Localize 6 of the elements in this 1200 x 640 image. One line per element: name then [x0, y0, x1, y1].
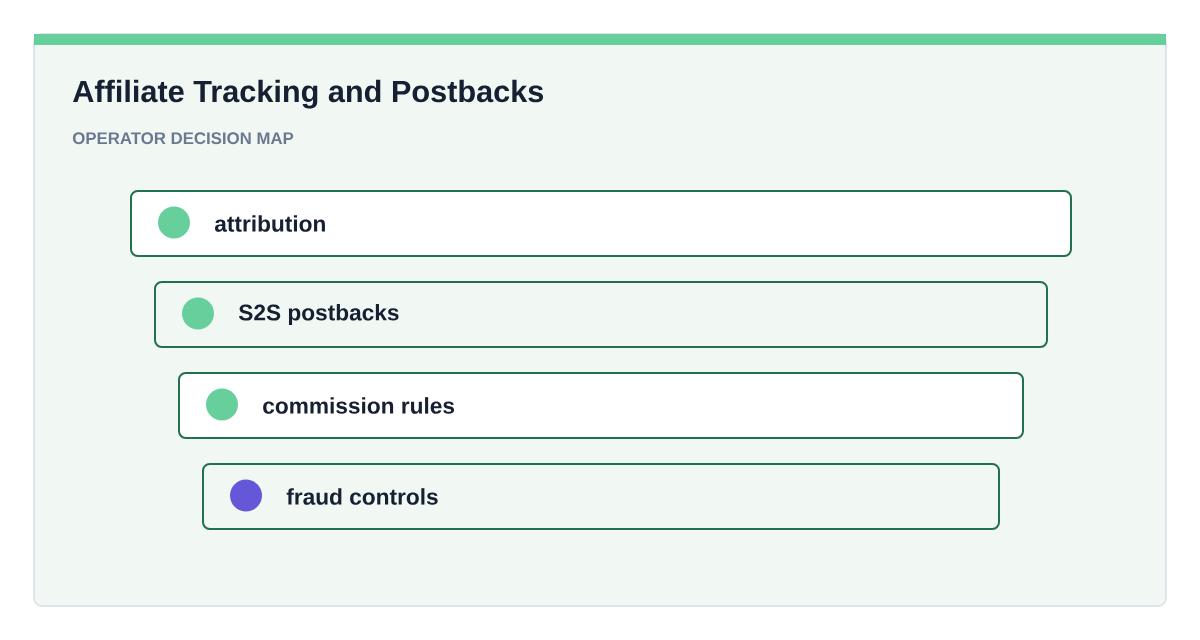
- title: Affiliate Tracking and Postbacks: [73, 79, 544, 109]
- subtitle: OPERATOR DECISION MAP: [72, 132, 294, 145]
- list-box: attribution: [130, 190, 1072, 257]
- list-box: fraud controls: [202, 463, 1000, 530]
- list-box: S2S postbacks: [154, 281, 1048, 348]
- list-box: commission rules: [178, 372, 1024, 439]
